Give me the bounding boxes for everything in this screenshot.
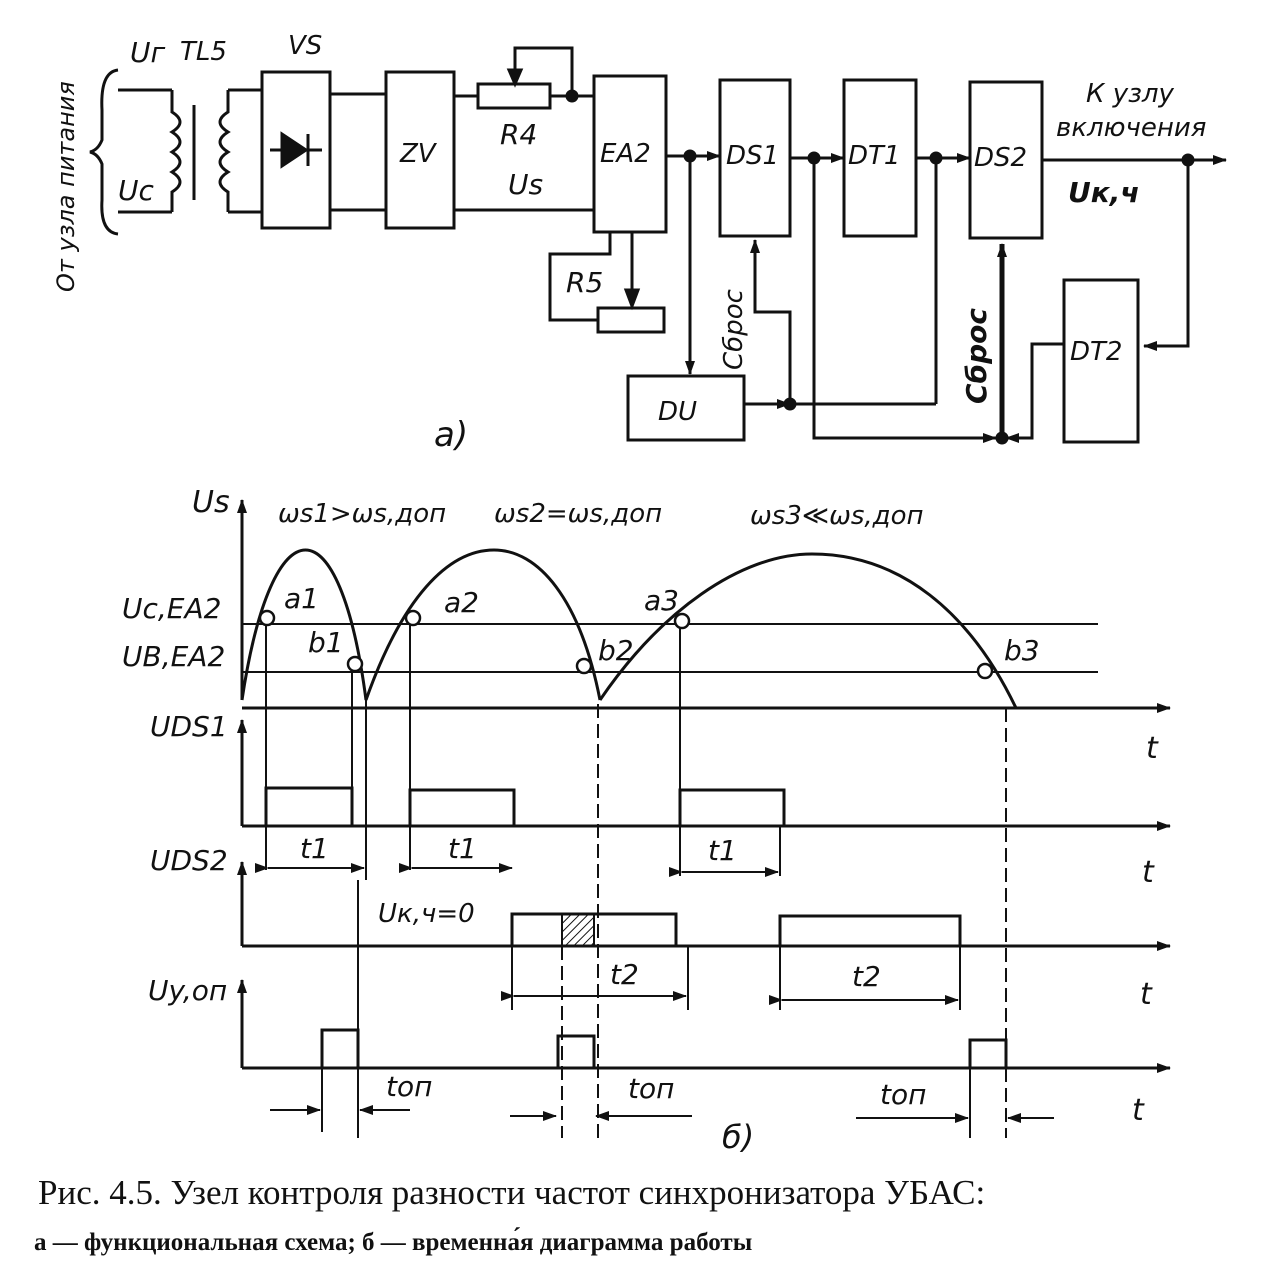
top-label-2: tоп: [628, 1072, 674, 1105]
top-label-1: tоп: [386, 1070, 432, 1103]
point-a3: [673, 612, 691, 630]
omega-2-label: ωs2=ωs,доп: [494, 499, 662, 529]
t-axis-label-3: t: [1140, 977, 1153, 1012]
a3-label: a3: [644, 584, 679, 617]
uyop-axis-label: Uy,оп: [148, 974, 227, 1007]
ds2-label: DS2: [974, 143, 1027, 173]
uyop-pulse-2: [558, 1036, 594, 1068]
r4-wiper: [515, 48, 572, 96]
us-wave-1: [242, 550, 366, 700]
uds2-axis-label: UDS2: [150, 844, 228, 877]
ea2-label: EA2: [600, 139, 651, 169]
top-label-3: tоп: [880, 1078, 926, 1111]
point-b3: [976, 662, 994, 680]
functional-schematic: [90, 48, 1227, 445]
timing-diagram: [237, 499, 1171, 1138]
reset-label-2: Сброс: [960, 308, 993, 404]
b1-label: b1: [308, 626, 344, 659]
dt2-label: DT2: [1070, 337, 1122, 367]
wire-dt2-reset: [1005, 344, 1064, 443]
source-brace: [90, 70, 118, 234]
wire-output-dt2: [1143, 160, 1188, 351]
uc-label: Uс: [118, 174, 154, 207]
uds1-pulse-3: [680, 790, 784, 826]
t2-label-1: t2: [610, 958, 639, 991]
vs-block: [262, 72, 330, 228]
t1-label-3: t1: [708, 834, 737, 867]
du-block: [628, 376, 744, 440]
output-label-1: К узлу: [1086, 79, 1175, 109]
tl5-label: TL5: [180, 37, 227, 67]
crossing-points: [258, 609, 994, 680]
r5-resistor: [598, 308, 664, 332]
t1-label-1: t1: [300, 832, 329, 865]
t-axis-label-2: t: [1142, 855, 1155, 890]
uds2-pulse-2: [780, 916, 960, 946]
us-wave-2: [366, 550, 600, 700]
ds1-label: DS1: [726, 141, 779, 171]
zv-label: ZV: [399, 139, 438, 169]
caption-subtitle: а — функциональная схема; б — временна́я…: [34, 1227, 752, 1256]
point-b2: [575, 657, 593, 675]
panel-a-label: а): [434, 415, 468, 455]
omega-1-label: ωs1>ωs,доп: [278, 499, 446, 529]
r4-wiper-arrow: [509, 70, 521, 84]
t2-label-2: t2: [852, 960, 881, 993]
uds2-hatched-zone: [562, 914, 594, 946]
r5-label: R5: [566, 266, 603, 299]
ug-label: Uг: [130, 36, 165, 69]
source-label: От узла питания: [52, 81, 80, 292]
ea2-block: [594, 76, 666, 232]
wire-ea2-r5-left: [550, 232, 610, 320]
wire-ds1-bottom: [814, 158, 997, 443]
diode-symbol: [282, 134, 306, 166]
reset-label-1: Сброс: [719, 289, 749, 370]
du-label: DU: [658, 397, 697, 427]
r4-resistor: [478, 84, 550, 108]
dt2-block: [1064, 280, 1138, 442]
junction-r4: [565, 89, 579, 103]
junction-ds2-reset: [995, 431, 1009, 445]
t1-label-2: t1: [448, 832, 477, 865]
panel-b-label: б): [722, 1118, 754, 1156]
transformer-secondary: [220, 90, 228, 212]
uc-ea2-label: Uc,EA2: [122, 592, 221, 625]
point-a2: [404, 609, 422, 627]
output-label-2: включения: [1056, 113, 1206, 143]
t-axis-label-4: t: [1132, 1093, 1145, 1128]
us-wave-3: [600, 554, 1016, 708]
uds1-axis-label: UDS1: [150, 710, 228, 743]
us-axis-label: Us: [192, 485, 230, 520]
uds1-pulse-2: [410, 790, 514, 826]
zv-block: [386, 72, 454, 228]
t-axis-label-1: t: [1146, 731, 1159, 766]
b2-label: b2: [598, 634, 634, 667]
ukch-zero-label: Uк,ч=0: [378, 899, 475, 929]
us-label: Us: [508, 168, 543, 201]
uyop-pulse-3: [970, 1040, 1006, 1068]
ukch-label: Uк,ч: [1068, 176, 1140, 209]
point-a1: [258, 609, 276, 627]
ub-ea2-label: UB,EA2: [122, 640, 225, 673]
r5-wiper-arrow: [626, 290, 638, 306]
a2-label: a2: [444, 586, 479, 619]
wire-ds1-reset: [750, 239, 790, 404]
vs-label: VS: [288, 31, 322, 61]
a1-label: a1: [284, 582, 319, 615]
dt1-label: DT1: [848, 141, 900, 171]
point-b1: [346, 655, 364, 673]
uds1-pulse-1: [266, 788, 352, 826]
b3-label: b3: [1004, 634, 1040, 667]
uyop-pulse-1: [322, 1030, 358, 1068]
caption-title: Рис. 4.5. Узел контроля разности частот …: [38, 1173, 985, 1212]
omega-3-label: ωs3≪ωs,доп: [750, 501, 924, 531]
transformer-primary: [172, 90, 180, 212]
r4-label: R4: [500, 118, 537, 151]
